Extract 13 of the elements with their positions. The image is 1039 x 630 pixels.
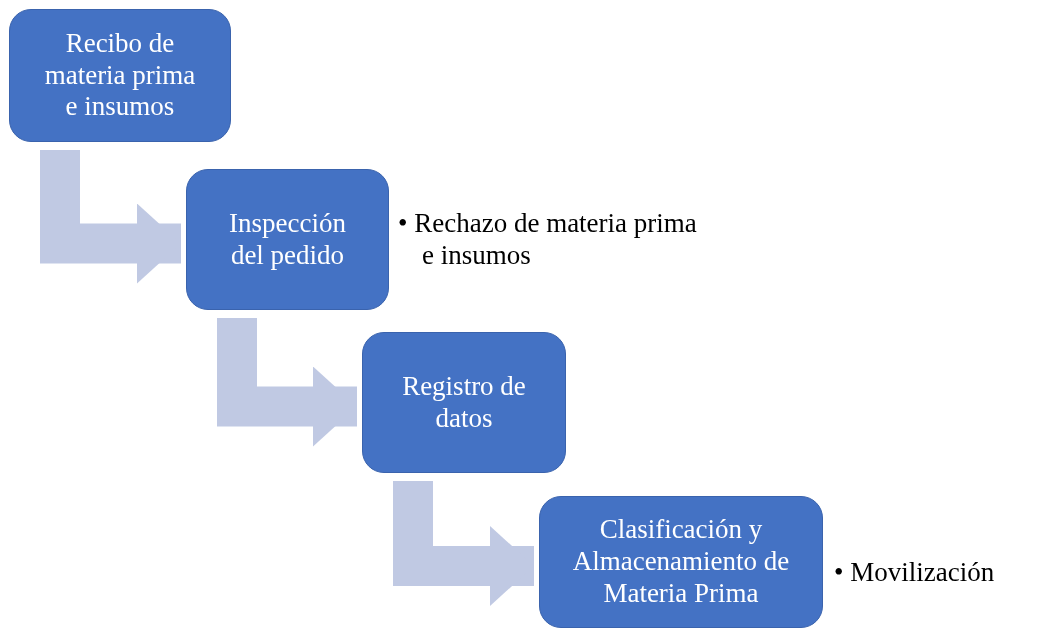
box-label: Registro de datos <box>401 370 527 435</box>
bent-arrow <box>217 318 357 447</box>
box-label: Inspección del pedido <box>228 207 347 272</box>
bullet-note: • Rechazo de materia prima e insumos <box>398 207 698 272</box>
process-box <box>9 9 231 142</box>
bent-arrow <box>393 481 534 606</box>
bent-arrow <box>40 150 181 284</box>
process-box <box>186 169 389 310</box>
box-label: Clasificación y Almacenamiento de Materia Prima <box>571 514 791 610</box>
process-box <box>362 332 566 473</box>
bullet-note: • Movilización <box>834 556 996 589</box>
box-label: Recibo de materia prima e insumos <box>43 27 197 124</box>
process-box <box>539 496 823 628</box>
